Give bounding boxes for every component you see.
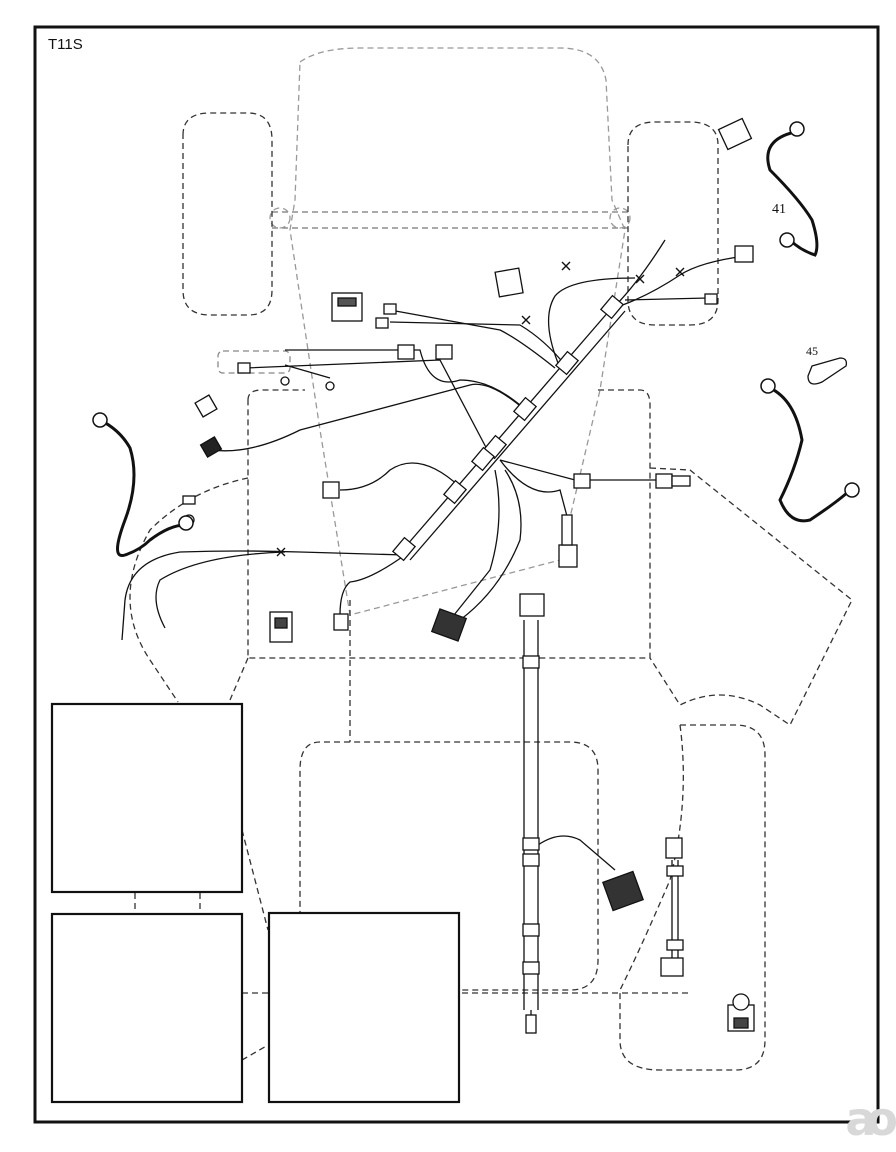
connectors [182, 117, 848, 1034]
callout-45: 45 [806, 344, 818, 358]
model-label: T11S [48, 36, 83, 53]
part-box-3 [267, 911, 461, 1104]
cable-left [99, 418, 186, 558]
cable-eyelets [92, 121, 860, 531]
part-box-2 [50, 912, 244, 1104]
x-marks [276, 261, 685, 557]
cable-41 [766, 130, 819, 257]
module-flag [494, 267, 524, 298]
part-box-1 [50, 702, 244, 894]
tractor-outline [129, 47, 853, 1071]
harness-clips [391, 294, 691, 975]
diagram-border [33, 25, 880, 1124]
parts-boxes [50, 702, 461, 1104]
callout-41: 41 [772, 202, 786, 217]
watermark-logo: ao [845, 1092, 896, 1146]
cable-45 [769, 386, 852, 523]
battery-cables [99, 130, 852, 558]
